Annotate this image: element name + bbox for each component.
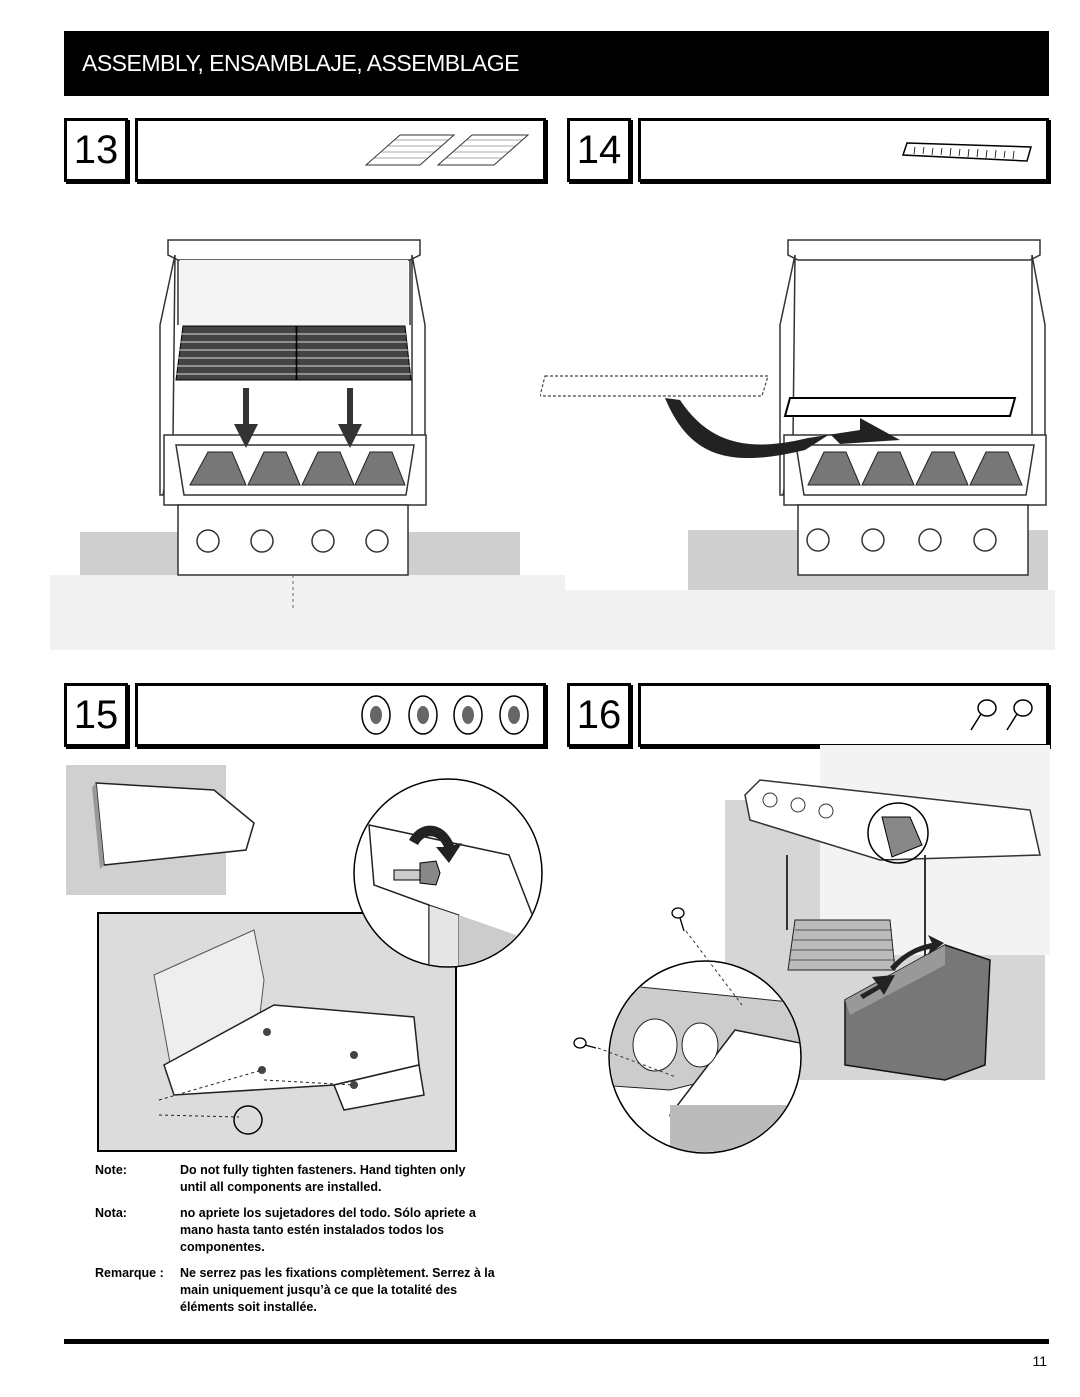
step-13-number: 13: [64, 118, 128, 182]
step-14-illustration: [540, 239, 1055, 650]
step-16-parts-panel: [638, 683, 1049, 747]
section-header: ASSEMBLY, ENSAMBLAJE, ASSEMBLAGE: [64, 31, 1049, 96]
installed-warming-rack: [783, 397, 1017, 417]
screws: [573, 907, 685, 1049]
step-13-illustration: [50, 239, 565, 650]
section-title: ASSEMBLY, ENSAMBLAJE, ASSEMBLAGE: [82, 50, 519, 76]
down-arrows: [234, 388, 362, 448]
page-number: 11: [1032, 1353, 1047, 1369]
rotate-arrow: [409, 825, 462, 863]
heat-tents: [189, 451, 406, 486]
note-label: Nota:: [95, 1206, 127, 1220]
note-en: Note: Do not fully tighten fasteners. Ha…: [95, 1162, 495, 1196]
step-16-number: 16: [567, 683, 631, 747]
floating-warming-rack: [540, 375, 769, 397]
flange-nuts-icon: [361, 695, 529, 735]
note-text: Do not fully tighten fasteners. Hand tig…: [180, 1163, 466, 1194]
note-fr: Remarque : Ne serrez pas les fixations c…: [95, 1265, 495, 1316]
note-text: no apriete los sujetadores del todo. Sól…: [180, 1206, 476, 1254]
screws-icon: [970, 699, 1033, 731]
step-15-number: 15: [64, 683, 128, 747]
step-16-illustration: [573, 745, 1050, 1154]
step-14-parts-panel: [638, 118, 1049, 182]
footer-rule: [64, 1339, 1049, 1344]
note-label: Remarque :: [95, 1266, 164, 1280]
note-text: Ne serrez pas les fixations complètement…: [180, 1266, 495, 1314]
bolt-and-nut: [393, 860, 441, 886]
step-13-parts-panel: [135, 118, 546, 182]
detail-callout: [867, 802, 929, 864]
step-15-parts-panel: [135, 683, 546, 747]
install-arrow: [665, 398, 900, 459]
detail-callout: [233, 1105, 263, 1135]
tightening-notes: Note: Do not fully tighten fasteners. Ha…: [95, 1162, 495, 1325]
warming-rack-icon: [901, 142, 1032, 162]
note-es: Nota: no apriete los sujetadores del tod…: [95, 1205, 495, 1256]
attach-arrow: [860, 975, 895, 999]
step-14-number: 14: [567, 118, 631, 182]
step-15-illustration: [66, 765, 543, 1152]
control-knobs: [196, 529, 389, 553]
cooking-grates-icon: [364, 134, 530, 166]
note-label: Note:: [95, 1163, 127, 1177]
